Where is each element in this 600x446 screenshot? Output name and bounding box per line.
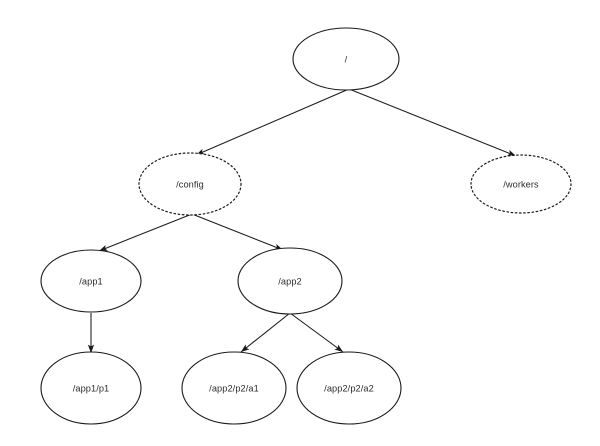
node-config[interactable]: /config bbox=[138, 152, 242, 216]
node-app2p2a1[interactable]: /app2/p2/a1 bbox=[181, 351, 287, 425]
node-workers-label: /workers bbox=[503, 179, 539, 189]
node-layer: / /config /workers /app1 /app2 /app1/p1 bbox=[40, 27, 572, 425]
node-workers-shape[interactable] bbox=[470, 154, 572, 214]
node-config-shape[interactable] bbox=[138, 152, 242, 216]
edge-app2-to-app2p2a1 bbox=[240, 312, 291, 353]
node-app1p1-label: /app1/p1 bbox=[73, 383, 110, 393]
node-app2p2a2-shape[interactable] bbox=[296, 351, 402, 425]
node-app2-label: /app2 bbox=[278, 276, 302, 286]
node-app1[interactable]: /app1 bbox=[40, 249, 142, 313]
node-app2p2a2-label: /app2/p2/a2 bbox=[324, 383, 374, 393]
edge-config-to-app1 bbox=[98, 213, 193, 252]
node-app1p1-shape[interactable] bbox=[40, 351, 142, 425]
edge-root-to-workers bbox=[348, 88, 517, 157]
node-app1p1[interactable]: /app1/p1 bbox=[40, 351, 142, 425]
node-root[interactable]: / bbox=[292, 27, 400, 91]
node-app2[interactable]: /app2 bbox=[237, 247, 343, 315]
edge-config-to-app2 bbox=[191, 213, 284, 251]
node-app1-shape[interactable] bbox=[40, 249, 142, 313]
node-app2-shape[interactable] bbox=[237, 247, 343, 315]
node-app2p2a1-shape[interactable] bbox=[181, 351, 287, 425]
edge-app2-to-app2p2a2 bbox=[289, 312, 344, 353]
node-app2p2a2[interactable]: /app2/p2/a2 bbox=[296, 351, 402, 425]
node-workers[interactable]: /workers bbox=[470, 154, 572, 214]
node-config-label: /config bbox=[176, 179, 204, 189]
node-root-label: / bbox=[345, 54, 348, 64]
node-app2p2a1-label: /app2/p2/a1 bbox=[209, 383, 259, 393]
node-root-shape[interactable] bbox=[292, 27, 400, 91]
edge-root-to-config bbox=[195, 88, 350, 156]
edge-layer bbox=[87, 88, 517, 354]
node-app1-label: /app1 bbox=[79, 276, 103, 286]
